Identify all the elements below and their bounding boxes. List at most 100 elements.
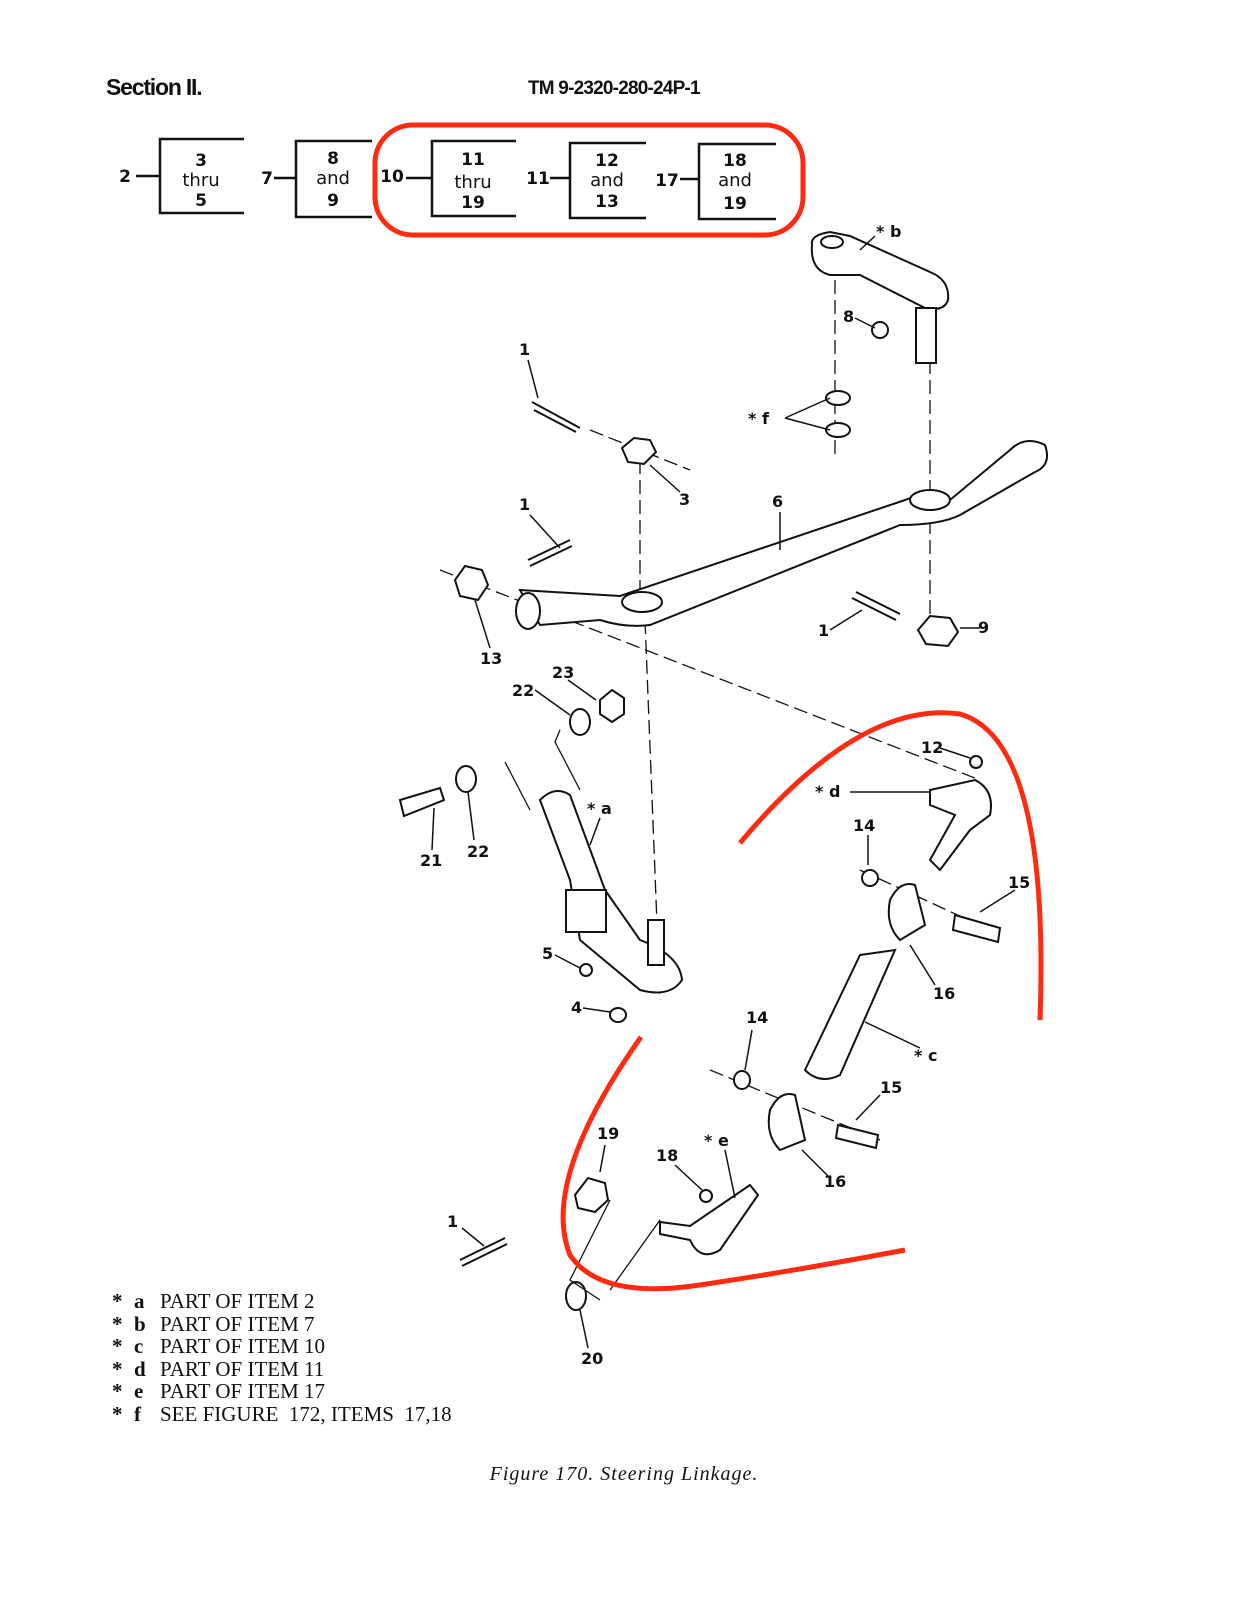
callout: * d xyxy=(815,782,840,801)
asterisk: * xyxy=(112,1356,123,1381)
callout: 1 xyxy=(447,1212,458,1231)
group-bottom: 5 xyxy=(195,191,207,211)
group-bottom: 9 xyxy=(327,191,339,211)
legend-text: PART OF ITEM 11 xyxy=(160,1356,325,1381)
legend-key: b xyxy=(134,1311,146,1336)
group-parent: 10 xyxy=(380,167,404,187)
group-labels: 2 3 thru 5 7 8 and 9 10 11 thru 19 11 12… xyxy=(119,149,752,214)
group-top: 11 xyxy=(461,150,485,170)
group-mid: and xyxy=(316,168,350,189)
center-link xyxy=(518,440,1048,627)
legend-text: PART OF ITEM 17 xyxy=(160,1379,326,1403)
group-top: 3 xyxy=(195,151,207,171)
highlight-box xyxy=(372,122,806,238)
callout: * e xyxy=(704,1131,729,1150)
adjuster-sleeve xyxy=(803,948,897,1080)
callout: 9 xyxy=(978,618,989,637)
callout: * b xyxy=(876,222,901,241)
parts-drawing xyxy=(398,230,1048,1311)
group-mid: thru xyxy=(454,172,491,193)
legend-key: e xyxy=(134,1379,144,1403)
callout: * c xyxy=(914,1046,937,1065)
callout: 21 xyxy=(420,851,442,870)
legend-row: * a PART OF ITEM 2 xyxy=(112,1290,452,1313)
legend-text: PART OF ITEM 10 xyxy=(160,1334,326,1358)
bolt xyxy=(398,786,446,818)
group-top: 8 xyxy=(327,149,339,169)
asterisk: * xyxy=(112,1289,123,1313)
legend-text: PART OF ITEM 2 xyxy=(160,1289,315,1313)
legend-row: * c PART OF ITEM 10 xyxy=(112,1335,452,1358)
legend-row: * e PART OF ITEM 17 xyxy=(112,1380,452,1403)
asterisk: * xyxy=(112,1401,123,1426)
clamp xyxy=(767,1093,807,1152)
tm-number: TM 9-2320-280-24P-1 xyxy=(528,78,701,99)
legend-text: SEE FIGURE 172, ITEMS 17,18 xyxy=(160,1401,452,1426)
callout: * a xyxy=(587,799,612,818)
callout: 16 xyxy=(824,1172,846,1191)
callout: 1 xyxy=(818,621,829,640)
idler-arm xyxy=(810,230,950,310)
legend-row: * d PART OF ITEM 11 xyxy=(112,1356,452,1381)
bolt xyxy=(834,1123,880,1150)
callout: 18 xyxy=(656,1146,678,1165)
legend-key: f xyxy=(134,1401,141,1426)
legend-key: d xyxy=(134,1356,146,1381)
callout: 5 xyxy=(542,944,553,963)
castle-nut xyxy=(916,614,960,648)
group-mid: thru xyxy=(182,170,219,191)
bolt xyxy=(951,913,1002,944)
highlight-arc-upper xyxy=(738,710,1044,1021)
cotter-pin xyxy=(851,591,901,621)
callout: 22 xyxy=(512,681,534,700)
group-top: 12 xyxy=(595,151,619,171)
cotter-pin xyxy=(459,1237,508,1267)
callout: * f xyxy=(748,409,770,428)
tie-rod-end xyxy=(659,1183,760,1256)
callout: 13 xyxy=(480,649,502,668)
group-parent: 7 xyxy=(261,169,273,189)
tie-rod-end xyxy=(928,778,992,872)
group-mid: and xyxy=(590,170,624,191)
group-brackets xyxy=(136,137,776,221)
legend-row: * f SEE FIGURE 172, ITEMS 17,18 xyxy=(112,1401,452,1426)
callout: 1 xyxy=(519,495,530,514)
asterisk: * xyxy=(112,1379,123,1403)
callout: 19 xyxy=(597,1124,619,1143)
callout: 1 xyxy=(519,340,530,359)
group-top: 18 xyxy=(723,151,747,171)
callout: 23 xyxy=(552,663,574,682)
cotter-pin xyxy=(531,401,581,433)
callout: 6 xyxy=(772,492,783,511)
callout: 15 xyxy=(880,1078,902,1097)
legend-key: c xyxy=(134,1334,144,1358)
leader-lines xyxy=(431,235,1016,1349)
figure-caption: Figure 170. Steering Linkage. xyxy=(489,1463,759,1485)
callout-labels: 1 3 6 1 13 1 9 8 * f * b 23 22 * a 21 22… xyxy=(420,222,1030,1368)
castle-nut xyxy=(453,564,490,602)
group-bottom: 19 xyxy=(723,194,747,214)
highlight-marks xyxy=(372,122,1044,1292)
group-mid: and xyxy=(718,170,752,191)
callout: 4 xyxy=(571,998,582,1017)
legend-key: a xyxy=(134,1289,145,1313)
callout: 20 xyxy=(581,1349,603,1368)
callout: 8 xyxy=(843,307,854,326)
clamp xyxy=(887,883,927,942)
asterisk: * xyxy=(112,1334,123,1358)
callout: 22 xyxy=(467,842,489,861)
callout: 15 xyxy=(1008,873,1030,892)
legend-text: PART OF ITEM 7 xyxy=(160,1311,315,1336)
group-parent: 17 xyxy=(655,171,679,191)
callout: 14 xyxy=(853,816,875,835)
asterisk: * xyxy=(112,1311,123,1336)
group-parent: 11 xyxy=(526,169,550,189)
group-bottom: 19 xyxy=(461,193,485,213)
cotter-pin xyxy=(527,539,573,567)
callout: 12 xyxy=(921,738,943,757)
pitman-arm xyxy=(538,790,684,994)
section-heading: Section II. xyxy=(106,74,203,100)
group-parent: 2 xyxy=(119,167,131,187)
